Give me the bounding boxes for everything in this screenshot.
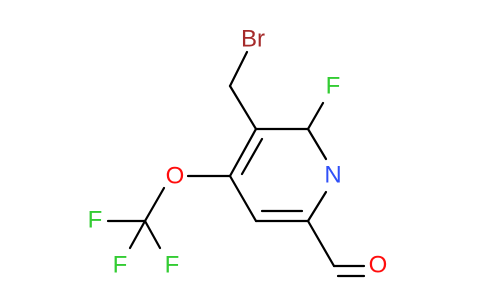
atom-fluorine-cf3-right: F bbox=[165, 251, 180, 278]
atom-nitrogen: N bbox=[324, 161, 341, 188]
bond-c6-cho bbox=[306, 219, 336, 268]
bond-cf3-f-bottom bbox=[128, 219, 147, 250]
atom-fluorine-cf3-bottom: F bbox=[113, 251, 128, 278]
bond-ch2-c3 bbox=[228, 84, 258, 131]
atom-oxygen-aldehyde: O bbox=[369, 251, 388, 278]
bond-n-c6 bbox=[306, 190, 328, 223]
atom-bromine: Br bbox=[241, 25, 265, 52]
bond-c2-f bbox=[306, 101, 325, 131]
atom-labels: Br F N O F F F O bbox=[88, 25, 388, 278]
bond-c4-c3 bbox=[228, 127, 258, 178]
bonds bbox=[106, 50, 366, 278]
bond-o-cf3 bbox=[143, 186, 166, 223]
bond-cf3-f-right bbox=[143, 219, 162, 250]
atom-oxygen-ether: O bbox=[166, 162, 185, 189]
atom-fluorine-cf3-left: F bbox=[88, 206, 103, 233]
bond-br-ch2 bbox=[228, 50, 249, 88]
atom-fluorine-ring: F bbox=[326, 72, 341, 99]
bond-c4-c3-inner bbox=[240, 137, 264, 176]
bond-c5-c4 bbox=[228, 174, 258, 223]
bond-c2-n bbox=[306, 127, 328, 161]
